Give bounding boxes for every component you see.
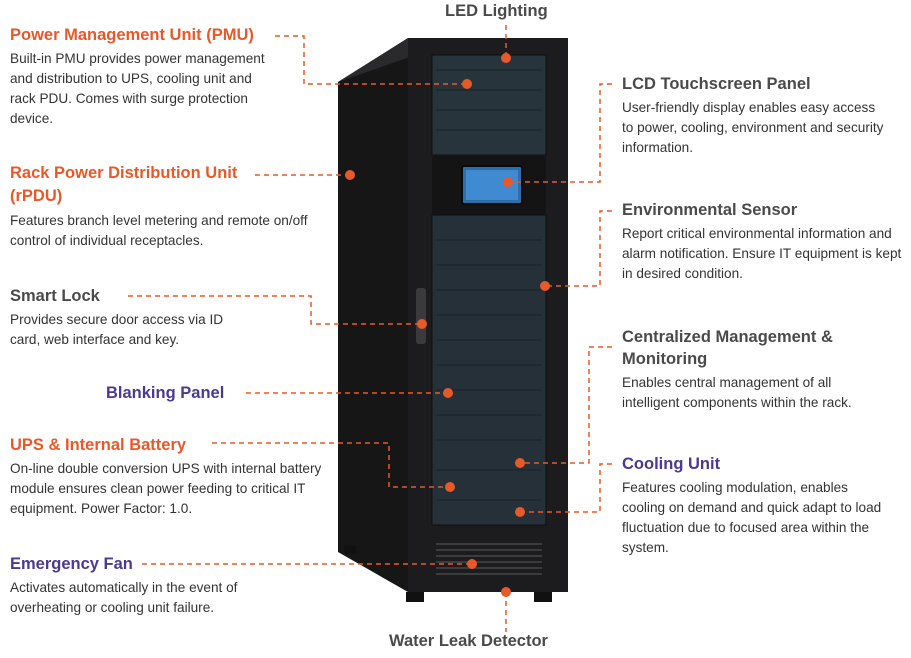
callout-title: Smart Lock: [10, 287, 100, 305]
callout-desc: Features cooling modulation, enables coo…: [622, 480, 882, 555]
callout-blanking-panel: Blanking Panel: [106, 382, 246, 404]
callout-desc: Enables central management of all intell…: [622, 375, 852, 410]
cooling-unit-marker: [515, 507, 525, 517]
door-handle: [416, 288, 426, 344]
led-lighting-label: LED Lighting: [445, 2, 548, 20]
lcd-marker: [503, 177, 513, 187]
cabinet-foot: [534, 592, 552, 602]
callout-desc: User-friendly display enables easy acces…: [622, 100, 884, 155]
smart-lock-marker: [417, 319, 427, 329]
callout-lcd: LCD Touchscreen Panel User-friendly disp…: [622, 73, 887, 158]
pmu-marker: [462, 79, 472, 89]
callout-desc: Built-in PMU provides power management a…: [10, 51, 265, 126]
callout-cooling-unit: Cooling Unit Features cooling modulation…: [622, 453, 894, 558]
callout-desc: Activates automatically in the event of …: [10, 580, 238, 615]
callout-title: Emergency Fan: [10, 555, 133, 573]
callout-desc: On-line double conversion UPS with inter…: [10, 461, 322, 516]
door-glass-lower: [431, 214, 547, 526]
callout-title: Power Management Unit (PMU): [10, 26, 254, 44]
led-lighting-marker: [501, 53, 511, 63]
cabinet-foot: [406, 592, 424, 602]
callout-title: LCD Touchscreen Panel: [622, 75, 811, 93]
callout-title: Environmental Sensor: [622, 201, 798, 219]
callout-env-sensor: Environmental Sensor Report critical env…: [622, 199, 904, 284]
emergency-fan-marker: [467, 559, 477, 569]
ups-marker: [445, 482, 455, 492]
central-mgmt-marker: [515, 458, 525, 468]
callout-central-mgmt: Centralized Management & Monitoring Enab…: [622, 326, 892, 413]
callout-desc: Provides secure door access via ID card,…: [10, 312, 224, 347]
rpdu-marker: [345, 170, 355, 180]
door-glass-upper: [431, 54, 547, 156]
callout-rpdu: Rack Power Distribution Unit (rPDU) Feat…: [10, 162, 310, 251]
callout-title: UPS & Internal Battery: [10, 436, 187, 454]
water-leak-label: Water Leak Detector: [389, 632, 548, 650]
callout-emergency-fan: Emergency Fan Activates automatically in…: [10, 553, 285, 618]
callout-title: Blanking Panel: [106, 384, 225, 402]
callout-desc: Report critical environmental informatio…: [622, 226, 902, 281]
blanking-panel-marker: [443, 388, 453, 398]
env-sensor-marker: [540, 281, 550, 291]
callout-title: Cooling Unit: [622, 455, 721, 473]
cabinet-foot: [344, 546, 356, 554]
emergency-fan-vents: [436, 543, 542, 575]
callout-title: Rack Power Distribution Unit (rPDU): [10, 164, 238, 205]
leader-lines: [128, 25, 612, 632]
water-leak-marker: [501, 587, 511, 597]
cabinet-side-panel: [338, 38, 408, 592]
callout-title: Centralized Management & Monitoring: [622, 328, 833, 368]
callout-smart-lock: Smart Lock Provides secure door access v…: [10, 285, 255, 350]
callout-pmu: Power Management Unit (PMU) Built-in PMU…: [10, 24, 280, 129]
callout-ups: UPS & Internal Battery On-line double co…: [10, 434, 328, 519]
callout-desc: Features branch level metering and remot…: [10, 213, 308, 248]
